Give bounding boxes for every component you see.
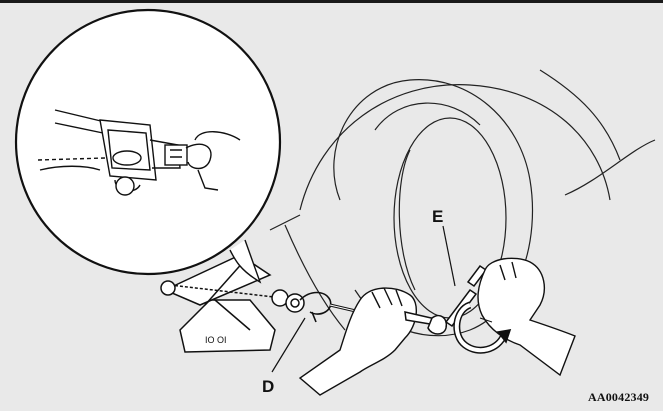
detail-magnifier <box>16 10 280 282</box>
hand-icon <box>478 258 575 375</box>
wrench-icon <box>405 266 486 334</box>
hand-icon <box>300 288 416 395</box>
callout-line-d <box>272 318 305 372</box>
callout-label-d: D <box>262 377 274 397</box>
callout-line-e <box>443 226 455 286</box>
callout-label-e: E <box>432 207 443 227</box>
vehicle-body <box>270 70 655 330</box>
figure-code: AA0042349 <box>588 390 649 405</box>
svg-text:IO OI: IO OI <box>205 335 227 345</box>
